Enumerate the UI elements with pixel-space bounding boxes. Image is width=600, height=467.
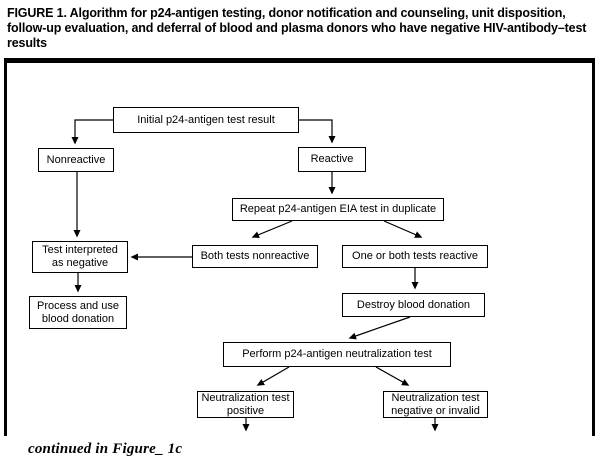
- flow-box-label: negative or invalid: [391, 404, 480, 417]
- figure-title: FIGURE 1. Algorithm for p24-antigen test…: [7, 6, 587, 50]
- flow-box-label: Test interpreted: [42, 244, 118, 256]
- flow-box-label: Both tests nonreactive: [200, 250, 310, 262]
- flow-box-label: Repeat p24-antigen EIA test in duplicate: [239, 203, 437, 215]
- flow-box-label: Nonreactive: [46, 153, 106, 166]
- flow-box-test-interpreted-negative: Test interpreted as negative: [32, 241, 128, 273]
- flow-box-label: One or both tests reactive: [352, 250, 478, 262]
- flow-box-label: Perform p24-antigen neutralization test: [242, 348, 432, 360]
- flow-box-initial-test-result: Initial p24-antigen test result: [113, 107, 299, 133]
- continuation-note: continued in Figure_ 1c: [28, 441, 183, 457]
- flow-box-label: Neutralization test: [391, 391, 480, 404]
- flow-box-perform-neutralization: Perform p24-antigen neutralization test: [223, 342, 451, 367]
- flow-box-label: positive: [226, 404, 265, 417]
- flow-box-neutralization-negative: Neutralization test negative or invalid: [383, 391, 488, 418]
- flow-box-process-use-donation: Process and use blood donation: [29, 296, 127, 329]
- flow-box-neutralization-positive: Neutralization test positive: [197, 391, 294, 418]
- flow-box-label: blood donation: [41, 312, 115, 325]
- flow-box-label: Initial p24-antigen test result: [137, 113, 275, 126]
- flow-box-both-tests-nonreactive: Both tests nonreactive: [192, 245, 318, 268]
- flow-box-label: as negative: [51, 257, 109, 269]
- flow-box-destroy-donation: Destroy blood donation: [342, 293, 485, 317]
- flow-box-repeat-eia-duplicate: Repeat p24-antigen EIA test in duplicate: [232, 198, 444, 221]
- flow-box-label: Reactive: [310, 153, 354, 165]
- flow-box-label: Process and use: [37, 299, 119, 312]
- figure-frame: [4, 58, 595, 436]
- flow-box-label: Destroy blood donation: [356, 298, 471, 311]
- flow-box-nonreactive: Nonreactive: [38, 148, 114, 172]
- flow-box-label: Neutralization test: [201, 391, 290, 404]
- flow-box-reactive: Reactive: [298, 147, 366, 172]
- flow-box-one-or-both-reactive: One or both tests reactive: [342, 245, 488, 268]
